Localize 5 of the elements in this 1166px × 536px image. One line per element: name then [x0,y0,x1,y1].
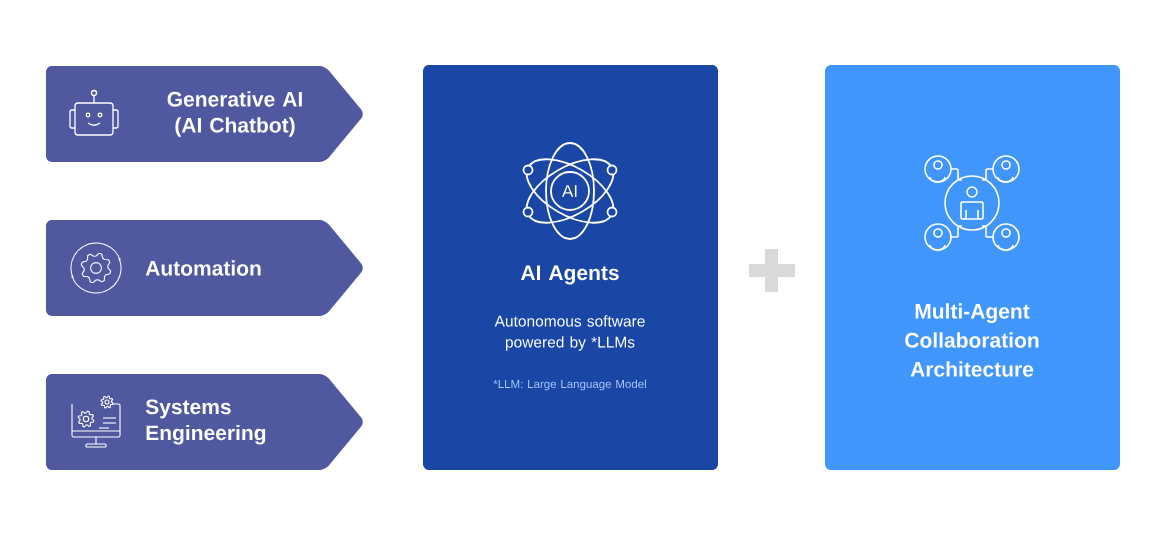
chevron-box: Generative AI (AI Chatbot) [46,66,363,162]
icon-label: AI [562,185,577,197]
collaboration-card: Multi-Agent Collaboration Architecture [825,65,1120,470]
chevron-box: Automation [46,220,363,316]
chevron-box: Systems Engineering [46,374,363,470]
